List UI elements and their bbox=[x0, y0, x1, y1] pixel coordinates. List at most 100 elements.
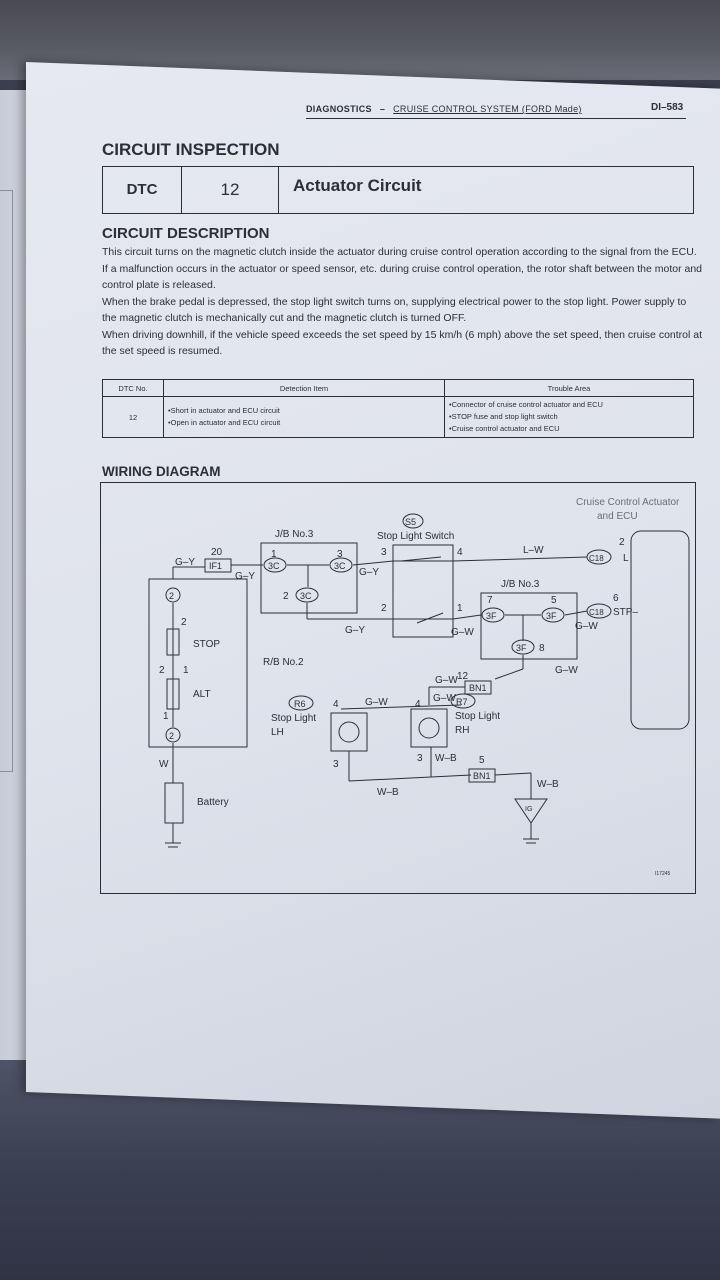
svg-text:4: 4 bbox=[457, 547, 463, 558]
connector-3c bbox=[295, 587, 319, 603]
battery-symbol bbox=[164, 782, 184, 824]
svg-text:S5: S5 bbox=[405, 517, 416, 527]
col-detection-item: Detection Item bbox=[163, 379, 445, 397]
stop-light-lh-code bbox=[288, 695, 314, 711]
jb3-label: J/B No.3 bbox=[501, 579, 540, 590]
wiring-diagram-heading: WIRING DIAGRAM bbox=[102, 464, 221, 479]
running-header: DIAGNOSTICS–CRUISE CONTROL SYSTEM (FORD … bbox=[306, 104, 582, 114]
jb3-block bbox=[480, 592, 578, 660]
header-rule bbox=[306, 118, 686, 119]
wire-gw: G–W bbox=[365, 697, 388, 708]
svg-text:3: 3 bbox=[417, 753, 423, 764]
svg-text:2: 2 bbox=[619, 537, 625, 548]
battery-label: Battery bbox=[197, 797, 229, 808]
detection-table: DTC No. Detection Item Trouble Area 12 •… bbox=[102, 379, 694, 438]
svg-text:1: 1 bbox=[183, 665, 189, 676]
svg-text:1: 1 bbox=[457, 603, 463, 614]
svg-text:IG: IG bbox=[525, 806, 532, 813]
ecu-label: Cruise Control Actuator bbox=[576, 497, 680, 508]
svg-text:C18: C18 bbox=[589, 554, 604, 563]
dtc-box: DTC 12 Actuator Circuit bbox=[102, 166, 694, 214]
svg-text:5: 5 bbox=[551, 595, 557, 606]
svg-text:BN1: BN1 bbox=[473, 771, 491, 781]
circuit-inspection-heading: CIRCUIT INSPECTION bbox=[102, 140, 280, 159]
figure-code: I17245 bbox=[655, 871, 671, 877]
switch-code-circle bbox=[402, 513, 424, 529]
svg-text:4: 4 bbox=[415, 699, 421, 710]
wire-gw: G–W bbox=[433, 693, 456, 704]
stop-light-rh-code bbox=[450, 693, 476, 709]
cell-trouble-area: •Connector of cruise control actuator an… bbox=[444, 396, 694, 438]
svg-text:2: 2 bbox=[381, 603, 387, 614]
wire-gy: G–Y bbox=[345, 625, 365, 636]
connector-3c bbox=[263, 557, 287, 573]
stop-light-lh-label: Stop Light bbox=[271, 713, 316, 724]
svg-text:4: 4 bbox=[333, 699, 339, 710]
table-header-row: DTC No. Detection Item Trouble Area bbox=[102, 379, 694, 397]
wiring-diagram: Cruise Control Actuator and ECU 2 C18 L … bbox=[100, 482, 696, 894]
ground-ig-icon bbox=[514, 798, 548, 824]
svg-text:3: 3 bbox=[381, 547, 387, 558]
connector-2 bbox=[165, 587, 181, 603]
description-paragraph: This circuit turns on the magnetic clutc… bbox=[102, 246, 703, 291]
dtc-label: DTC bbox=[103, 167, 182, 213]
svg-text:RH: RH bbox=[455, 725, 469, 736]
svg-text:20: 20 bbox=[211, 547, 223, 558]
circuit-description-heading: CIRCUIT DESCRIPTION bbox=[102, 225, 270, 242]
stop-light-switch-label: Stop Light Switch bbox=[377, 531, 454, 542]
stop-light-switch bbox=[392, 544, 454, 638]
connector-2 bbox=[165, 727, 181, 743]
svg-text:12: 12 bbox=[457, 671, 469, 682]
svg-text:2: 2 bbox=[169, 731, 174, 741]
svg-text:1: 1 bbox=[163, 711, 169, 722]
svg-text:3: 3 bbox=[337, 549, 343, 560]
rb2-label: R/B No.2 bbox=[263, 657, 304, 668]
svg-text:5: 5 bbox=[479, 755, 485, 766]
svg-text:R7: R7 bbox=[456, 697, 468, 707]
fuse-alt-label: ALT bbox=[193, 689, 211, 700]
ecu-block bbox=[630, 530, 690, 730]
description-paragraph: When driving downhill, if the vehicle sp… bbox=[102, 328, 703, 358]
table-row: 12 •Short in actuator and ECU circuit •O… bbox=[102, 396, 694, 438]
bulb-icon bbox=[338, 721, 360, 743]
connector-3f bbox=[511, 639, 535, 655]
wire-gw: G–W bbox=[451, 627, 474, 638]
svg-text:1: 1 bbox=[271, 549, 277, 560]
svg-text:3: 3 bbox=[333, 759, 339, 770]
stop-light-rh-label: Stop Light bbox=[455, 711, 500, 722]
col-trouble-area: Trouble Area bbox=[444, 379, 694, 397]
svg-text:3C: 3C bbox=[268, 561, 280, 571]
svg-text:2: 2 bbox=[181, 617, 187, 628]
dtc-code: 12 bbox=[182, 167, 279, 213]
pin-l: L bbox=[623, 553, 629, 564]
svg-text:6: 6 bbox=[613, 593, 619, 604]
svg-text:BN1: BN1 bbox=[469, 683, 487, 693]
connector-3c bbox=[329, 557, 353, 573]
jb3-label: J/B No.3 bbox=[275, 529, 314, 540]
svg-text:2: 2 bbox=[169, 591, 174, 601]
svg-text:3C: 3C bbox=[300, 591, 312, 601]
col-dtc-no: DTC No. bbox=[102, 379, 164, 397]
connector-3f bbox=[481, 607, 505, 623]
circuit-description-text: This circuit turns on the magnetic clutc… bbox=[102, 244, 702, 360]
connector-3f bbox=[541, 607, 565, 623]
description-paragraph: When the brake pedal is depressed, the s… bbox=[102, 295, 687, 325]
cell-dtc-no: 12 bbox=[102, 396, 164, 438]
rb2-block bbox=[148, 578, 248, 748]
fuse-stop-label: STOP bbox=[193, 639, 220, 650]
page-number: DI–583 bbox=[651, 102, 684, 113]
wire-gw: G–W bbox=[435, 675, 458, 686]
wire-w: W bbox=[159, 759, 169, 770]
cell-detection-item: •Short in actuator and ECU circuit •Open… bbox=[163, 396, 445, 438]
svg-text:IF1: IF1 bbox=[209, 561, 222, 571]
wire-wb: W–B bbox=[537, 779, 559, 790]
wire-gy: G–Y bbox=[175, 557, 195, 568]
dtc-title: Actuator Circuit bbox=[293, 176, 422, 195]
svg-text:LH: LH bbox=[271, 727, 284, 738]
svg-text:2: 2 bbox=[283, 591, 289, 602]
stop-light-rh bbox=[410, 708, 448, 748]
svg-text:C18: C18 bbox=[589, 608, 604, 617]
svg-text:3C: 3C bbox=[334, 561, 346, 571]
svg-text:2: 2 bbox=[159, 665, 165, 676]
jb3-block bbox=[260, 542, 358, 614]
